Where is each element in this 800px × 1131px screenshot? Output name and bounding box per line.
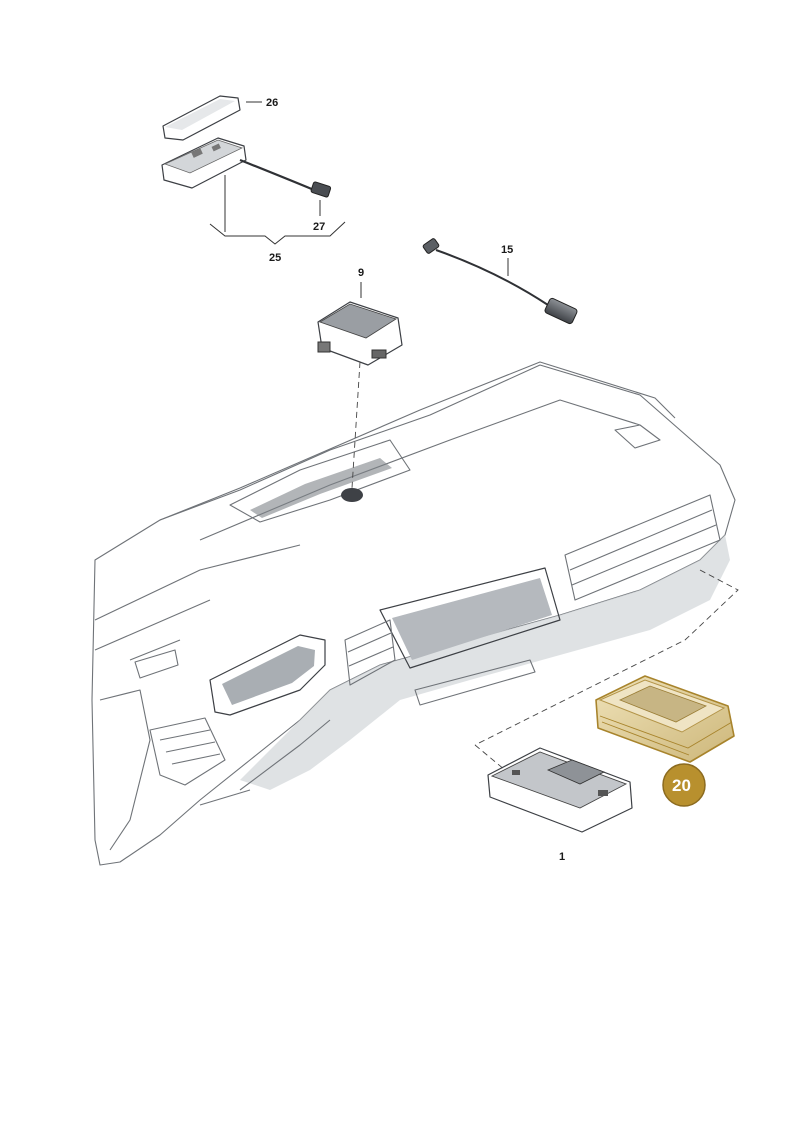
- part-27-cable[interactable]: [239, 158, 332, 198]
- part-20-highlighted[interactable]: [595, 675, 735, 763]
- left-air-vent: [149, 717, 226, 786]
- part-26-cover[interactable]: [162, 95, 241, 141]
- center-air-vent: [344, 619, 396, 686]
- dashboard-assembly: [91, 361, 736, 866]
- instrument-cluster: [209, 634, 326, 716]
- callout-1: 1: [559, 851, 565, 863]
- callout-27: 27: [313, 221, 325, 233]
- part-15-antenna-cable[interactable]: [422, 238, 578, 325]
- callout-15: 15: [501, 244, 513, 256]
- center-display: [379, 567, 561, 669]
- right-air-vent: [564, 494, 721, 601]
- callout-26: 26: [266, 97, 278, 109]
- callout-25: 25: [269, 252, 281, 264]
- part-9-sensor-module[interactable]: [317, 301, 403, 366]
- callout-20: 20: [672, 776, 691, 795]
- sensor-dot: [341, 488, 363, 502]
- callout-9: 9: [358, 267, 364, 279]
- part-25-module[interactable]: [161, 137, 247, 189]
- part-20-badge[interactable]: [662, 763, 706, 807]
- part-1-holder[interactable]: [487, 747, 633, 833]
